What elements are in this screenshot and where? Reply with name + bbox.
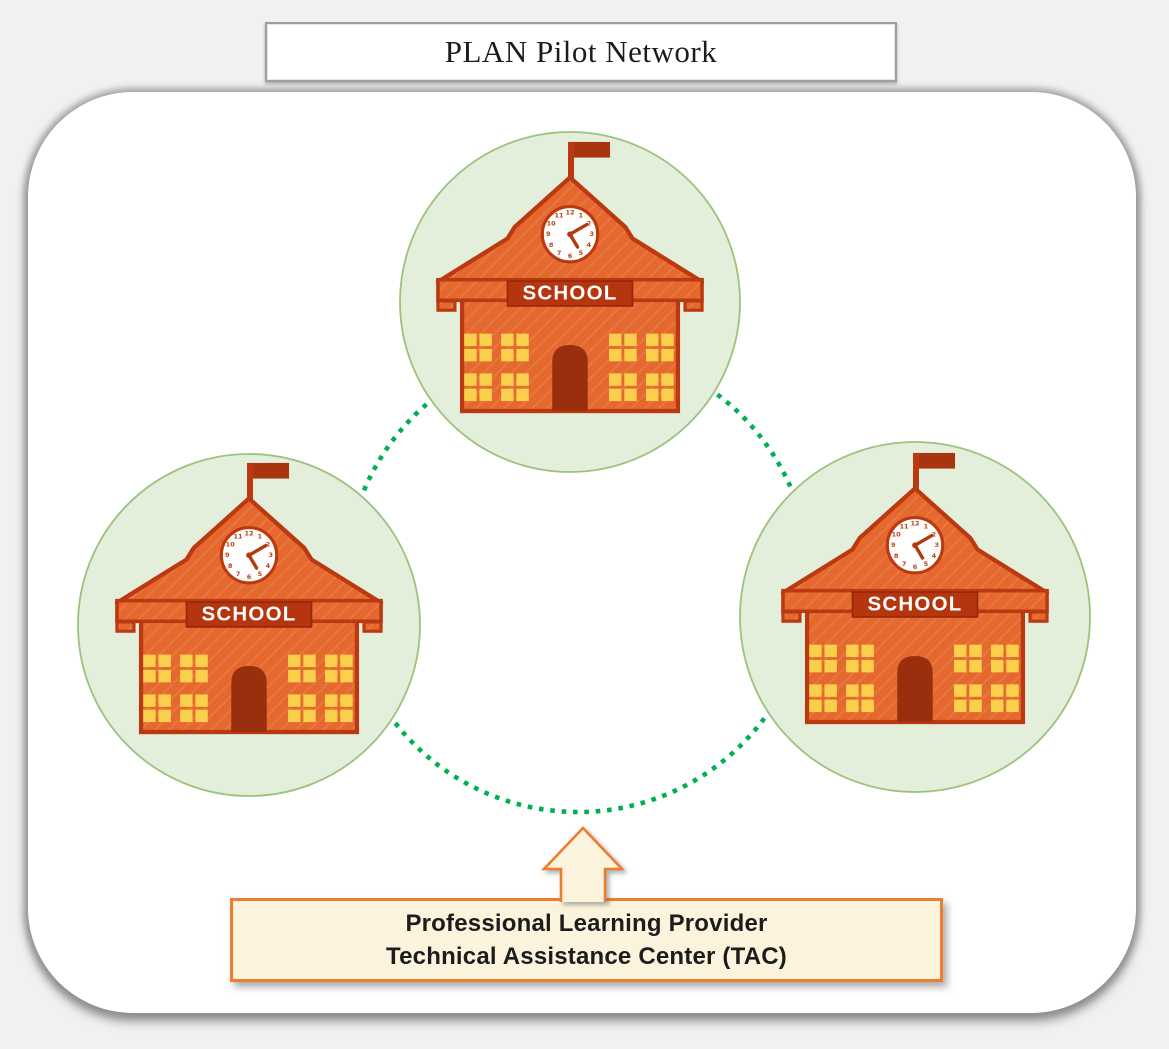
provider-line1: Professional Learning Provider <box>405 910 768 937</box>
provider-box: Professional Learning Provider Technical… <box>230 898 943 982</box>
title-banner: PLAN Pilot Network <box>265 22 897 82</box>
network-panel <box>28 92 1136 1013</box>
page-title: PLAN Pilot Network <box>444 34 718 69</box>
provider-line2: Technical Assistance Center (TAC) <box>386 943 787 970</box>
